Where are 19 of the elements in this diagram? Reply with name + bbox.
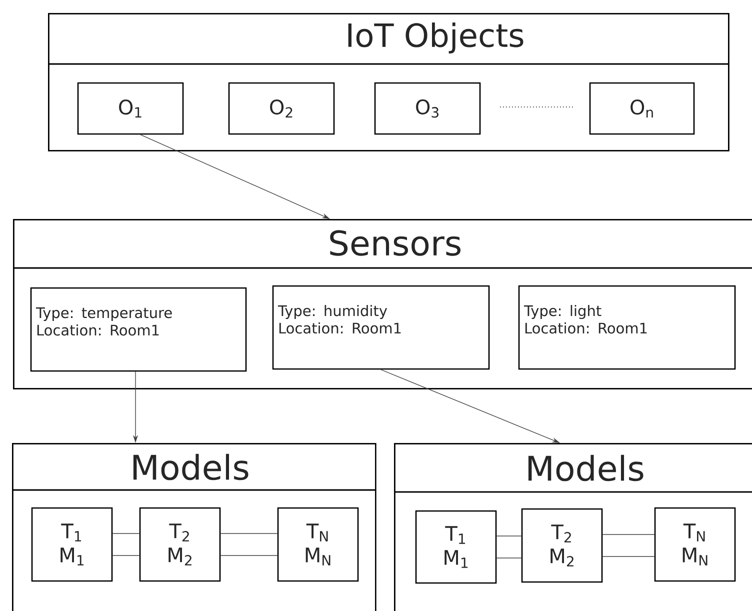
box: T$_{1}$ M$_{1}$ xyxy=(415,510,497,584)
box: T$_{2}$ M$_{2}$ xyxy=(521,508,603,583)
connector-line xyxy=(220,555,278,556)
box: Type: humidity Location: Room1 xyxy=(272,285,490,370)
box: Type: light Location: Room1 xyxy=(518,285,736,370)
connector-line xyxy=(602,534,655,535)
box: Type: temperature Location: Room1 xyxy=(30,287,247,372)
box: T$_{1}$ M$_{1}$ xyxy=(31,507,113,582)
box: T$_{N}$ M$_{N}$ xyxy=(654,507,736,582)
box: O$_{2}$ xyxy=(228,82,335,135)
connector-line xyxy=(112,533,140,534)
box: O$_{n}$ xyxy=(589,82,695,135)
box: O$_{3}$ xyxy=(374,82,481,135)
box: T$_{N}$ M$_{N}$ xyxy=(277,507,359,582)
connector-line xyxy=(602,556,655,557)
box: O$_{1}$ xyxy=(77,82,184,135)
box: T$_{2}$ M$_{2}$ xyxy=(139,507,221,582)
connector-line xyxy=(112,555,140,556)
connector-line xyxy=(220,533,278,534)
